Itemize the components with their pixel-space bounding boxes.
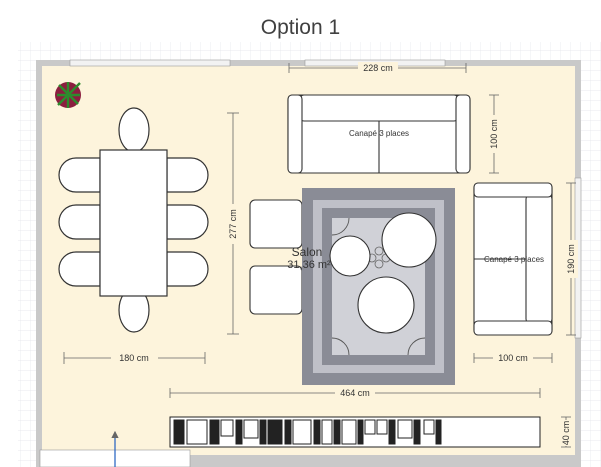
- cabinet: [169, 416, 541, 448]
- dimension-right-sofa-label: 190 cm: [566, 244, 576, 274]
- dimension-right-sofa-depth-label: 100 cm: [498, 353, 528, 363]
- coffee-table-bottom: [357, 276, 415, 334]
- right-sofa: [473, 182, 553, 336]
- dimension-top-sofa-label: 228 cm: [363, 63, 393, 73]
- dimension-top-sofa-depth-label: 100 cm: [489, 119, 499, 149]
- chair-left-3: [58, 251, 101, 287]
- dimension-table-width-bg: [111, 351, 158, 364]
- dimension-room-depth-bg: [226, 204, 240, 244]
- chair-top: [118, 107, 150, 153]
- dimension-cabinet-depth-bg: [559, 420, 573, 446]
- chair-right-1: [166, 157, 209, 193]
- dimension-top-sofa-bg: [358, 62, 398, 74]
- dining-table: [58, 107, 209, 333]
- room-area: 31,36 m²: [287, 259, 331, 271]
- coffee-table-large: [381, 212, 437, 268]
- coffee-tables: [329, 212, 437, 334]
- dimension-cabinet-depth-label: 40 cm: [561, 421, 571, 446]
- dimension-room-depth-label: 277 cm: [228, 209, 238, 239]
- room-name: Salon: [292, 245, 323, 259]
- table-top: [99, 149, 168, 297]
- chair-right-3: [166, 251, 209, 287]
- coffee-table-small: [329, 235, 371, 277]
- armchair-left: [249, 199, 303, 315]
- dimension-table-width-label: 180 cm: [119, 353, 149, 363]
- plant-icon: [55, 82, 81, 108]
- dimension-right-sofa-depth-bg: [493, 352, 533, 364]
- chair-right-2: [166, 204, 209, 240]
- dimension-cabinet-label: 464 cm: [340, 388, 370, 398]
- window-left: [69, 59, 231, 67]
- chair-left-2: [58, 204, 101, 240]
- dimension-top-sofa-depth-bg: [487, 115, 501, 153]
- chair-left-1: [58, 157, 101, 193]
- dimension-right-sofa-bg: [564, 240, 578, 278]
- right-sofa-label: Canapé 3 places: [484, 255, 544, 264]
- top-sofa-label: Canapé 3 places: [349, 129, 409, 138]
- page-title: Option 1: [260, 16, 341, 39]
- top-sofa: [287, 94, 471, 174]
- dimension-cabinet-bg: [335, 387, 375, 399]
